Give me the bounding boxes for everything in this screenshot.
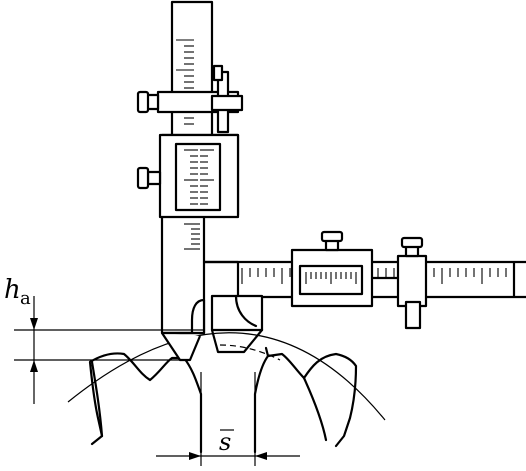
vertical-vernier-screw bbox=[146, 170, 162, 186]
vertical-scale-ticks-lower bbox=[184, 223, 200, 250]
thickness-arrow-left bbox=[189, 452, 201, 460]
fine-adjust-knob bbox=[400, 236, 424, 249]
thickness-label: s bbox=[219, 428, 231, 456]
horizontal-vernier-window bbox=[298, 264, 364, 296]
vertical-fine-adjust-clamp bbox=[136, 64, 244, 134]
addendum-arrow-bottom bbox=[30, 360, 38, 372]
pitch-circle-arc bbox=[67, 332, 386, 421]
chordal-thickness-dimension: s bbox=[156, 372, 300, 466]
horizontal-beam-body bbox=[202, 260, 240, 299]
clamp-rod-cap bbox=[210, 94, 244, 112]
vertical-vernier bbox=[136, 133, 240, 219]
gear-tooth-center-right-flank bbox=[264, 346, 270, 358]
measuring-jaws bbox=[161, 294, 264, 362]
fine-adjust-rod bbox=[404, 300, 422, 330]
horizontal-scale-ticks bbox=[241, 268, 507, 284]
pitch-circle-dashed bbox=[219, 344, 281, 361]
gear-tooth-left bbox=[90, 360, 104, 438]
addendum-arrow-top bbox=[30, 318, 38, 330]
gear-tooth-profile bbox=[88, 352, 358, 454]
movable-jaw-tip bbox=[210, 328, 264, 354]
addendum-dimension: h a bbox=[4, 275, 204, 404]
addendum-label-subscript: a bbox=[20, 288, 31, 309]
horizontal-vernier bbox=[290, 230, 374, 308]
vertical-vernier-window bbox=[174, 142, 222, 212]
vertical-vernier-ticks bbox=[184, 149, 214, 205]
clamp-screw-knob bbox=[136, 90, 150, 114]
gear-tooth-right bbox=[302, 376, 328, 442]
horizontal-vernier-knob bbox=[320, 230, 344, 243]
horizontal-fine-adjust bbox=[370, 236, 428, 330]
movable-jaw-curve bbox=[234, 294, 258, 328]
vertical-vernier-knob bbox=[136, 166, 150, 190]
fine-adjust-body bbox=[396, 254, 428, 308]
addendum-label: h bbox=[4, 275, 21, 305]
thickness-arrow-right bbox=[255, 452, 267, 460]
gear bbox=[67, 332, 386, 454]
horizontal-vernier-ticks bbox=[305, 272, 357, 284]
clamp-screw-top bbox=[212, 64, 224, 82]
